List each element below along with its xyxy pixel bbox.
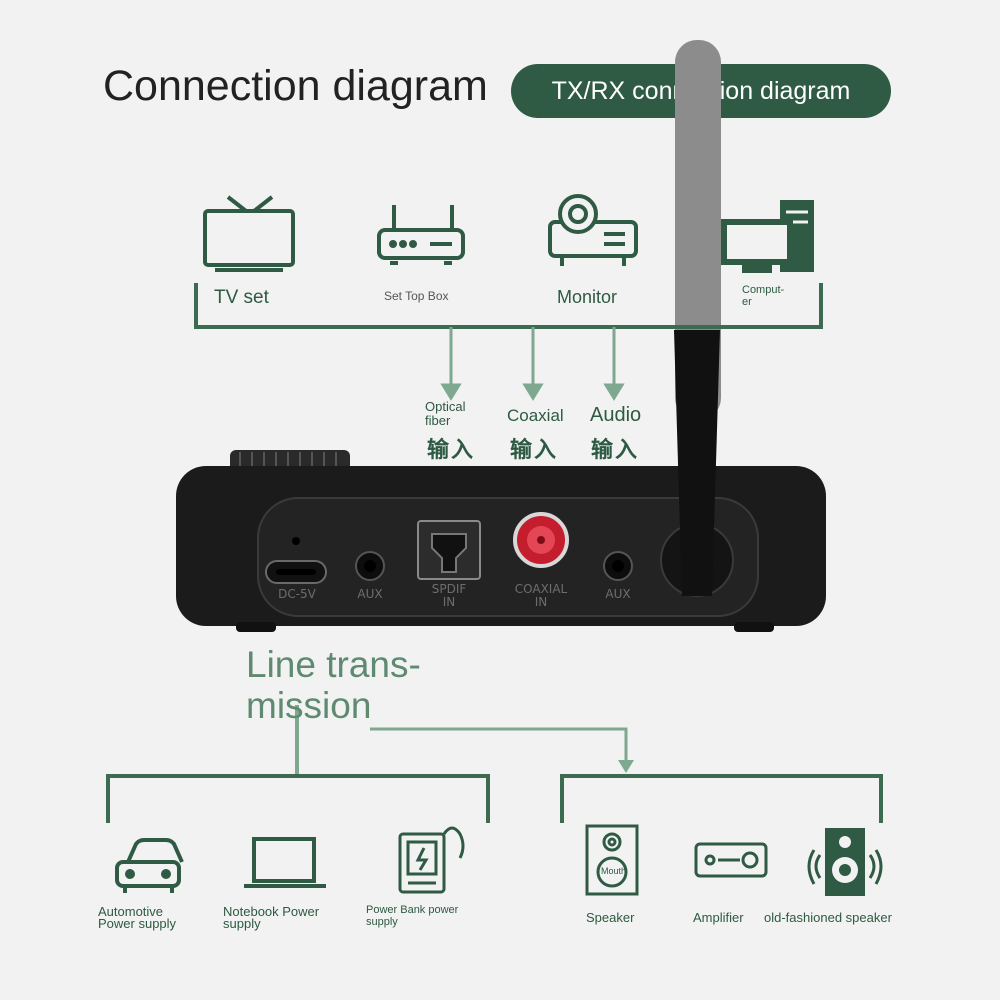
transmitter-device [176,450,826,632]
desktop-computer-icon [721,200,814,273]
output-bracket [560,774,883,823]
laptop-icon [244,837,326,888]
antenna-lower [674,330,720,596]
input-arrows [440,327,625,401]
power-bank-icon [398,826,465,894]
tv-icon [203,195,295,272]
speaker-icon-text: Mouth [601,866,627,876]
input-cn-audio: 输入 [591,438,640,463]
port-label-spdif: SPDIF IN [431,582,467,609]
speaker-icon [585,824,639,896]
diagram-title: Connection diagram [103,62,488,110]
source-label-monitor: Monitor [557,287,618,307]
output-connector-line [370,727,628,760]
power-label-notebook: Notebook Power supply [223,904,320,932]
output-label-old-speaker: old-fashioned speaker [764,910,892,925]
input-label-coaxial: Coaxial [507,406,564,425]
power-label-power-bank: Power Bank power supply [366,904,459,928]
input-cn-optical: 输入 [427,438,476,463]
port-label-aux-2: AUX [605,587,631,601]
power-label-automotive: Automotive Power supply [98,904,177,931]
port-label-coaxial: COAXIAL IN [514,582,568,609]
input-cn-coaxial: 输入 [510,438,559,463]
input-label-optical: Optical fiber [425,399,466,428]
port-label-aux-1: AUX [357,587,383,601]
output-label-amplifier: Amplifier [693,910,744,925]
car-icon [115,838,184,893]
output-arrow-head [618,760,634,773]
source-label-set-top-box: Set Top Box [384,289,449,303]
input-label-audio: Audio [590,404,642,426]
output-label-speaker: Speaker [586,910,635,925]
line-transmission-label: Line trans- mission [246,644,421,726]
source-bracket [194,283,823,329]
source-label-computer: Comput- er [742,284,785,308]
port-label-dc: DC-5V [278,587,316,601]
power-bracket [106,774,490,823]
source-label-tv: TV set [214,287,269,308]
amplifier-icon [694,842,768,878]
router-icon [377,205,465,265]
old-speaker-icon [807,828,883,896]
projector-icon [548,194,638,266]
